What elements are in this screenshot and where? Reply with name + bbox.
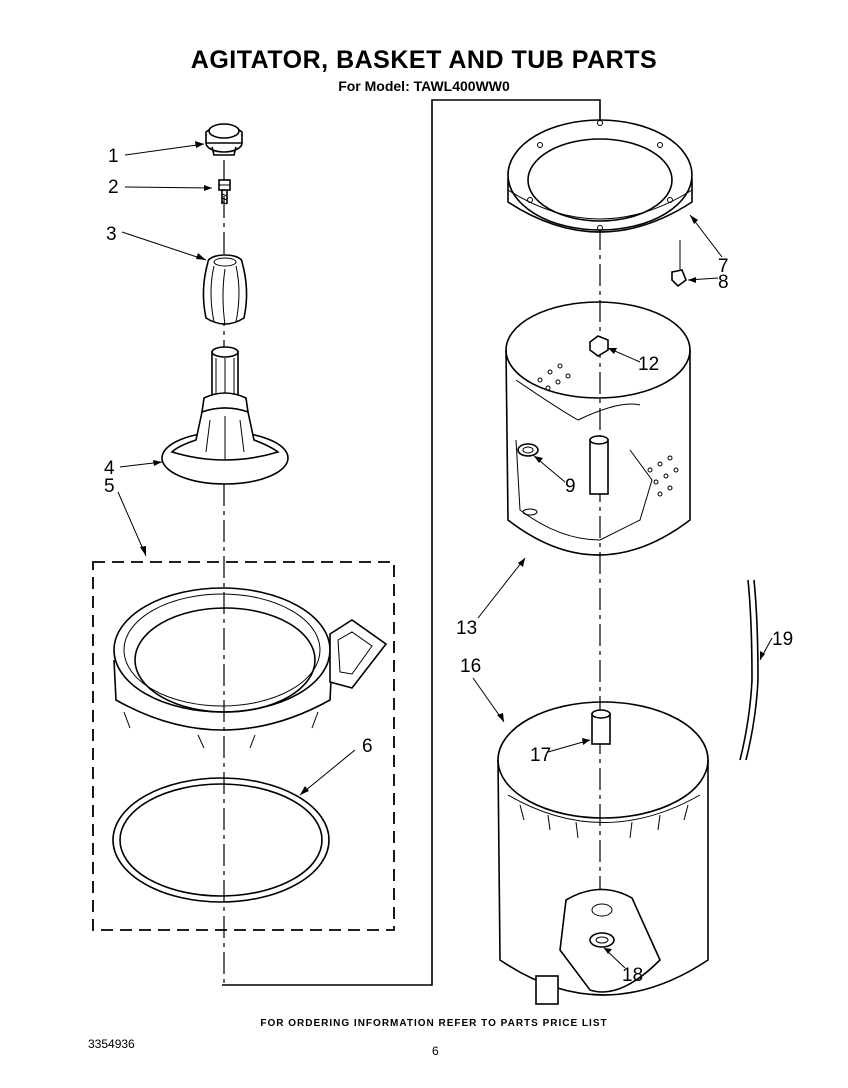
callout-9: 9 [565, 476, 576, 497]
callout-7: 7 [718, 256, 729, 277]
agitator-cap-part [205, 123, 243, 156]
basket-ring-part [113, 587, 388, 749]
model-subtitle: For Model: TAWL400WW0 [338, 78, 510, 94]
callout-12: 12 [638, 354, 659, 375]
page-number: 6 [432, 1044, 439, 1058]
callout-19: 19 [772, 629, 793, 650]
ordering-note: FOR ORDERING INFORMATION REFER TO PARTS … [260, 1018, 608, 1029]
basket-nut-part [589, 335, 609, 357]
callout-16: 16 [460, 656, 481, 677]
document-number: 3354936 [88, 1037, 135, 1051]
callout-5: 5 [104, 476, 115, 497]
page-title: AGITATOR, BASKET AND TUB PARTS [190, 46, 658, 74]
seal-ring-part [112, 777, 330, 903]
callout-8: 8 [718, 272, 729, 293]
spin-basket-part [505, 301, 691, 556]
tub-seal-part [589, 932, 615, 948]
balance-ring-clip-part [671, 240, 687, 288]
callout-1: 1 [108, 146, 119, 167]
basket-grommet-part [517, 443, 539, 457]
callout-2: 2 [108, 177, 119, 198]
callout-13: 13 [456, 618, 477, 639]
agitator-base-part [161, 346, 289, 485]
balance-ring-part [507, 119, 693, 233]
callout-4: 4 [104, 458, 115, 479]
callout-17: 17 [530, 745, 551, 766]
callout-6: 6 [362, 736, 373, 757]
assembly-connector-line [222, 99, 601, 986]
agitator-cam-part [202, 254, 248, 326]
agitator-bolt-part [218, 179, 231, 205]
part-5-grouping-box [92, 561, 395, 931]
tub-strip-part [739, 579, 759, 761]
leader-arrowheads [140, 141, 765, 954]
callout-18: 18 [622, 965, 643, 986]
callout-3: 3 [106, 224, 117, 245]
tub-bearing-part [591, 709, 611, 745]
